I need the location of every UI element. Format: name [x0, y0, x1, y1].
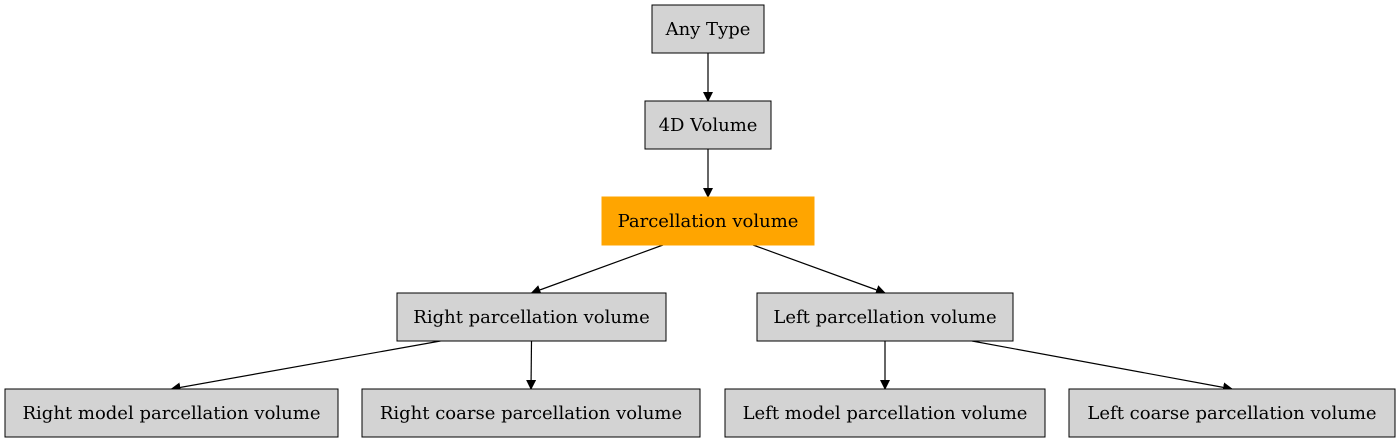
node-box — [1068, 388, 1396, 438]
node-label: Right coarse parcellation volume — [380, 403, 682, 424]
edge-parcellation-volume-to-left-parcellation-volume — [752, 244, 886, 295]
node-label: Any Type — [665, 19, 751, 40]
edge-right-parcellation-volume-to-right-model-parcellation-volume — [170, 340, 441, 393]
node-left-model-parcellation-volume[interactable]: Left model parcellation volume — [724, 388, 1046, 438]
node-label: Left coarse parcellation volume — [1087, 403, 1376, 424]
node-box — [724, 388, 1046, 438]
node-parcellation-volume[interactable]: Parcellation volume — [601, 196, 815, 246]
node-right-model-parcellation-volume[interactable]: Right model parcellation volume — [4, 388, 339, 438]
edge-parcellation-volume-to-right-parcellation-volume — [530, 244, 664, 295]
node-label: Left parcellation volume — [773, 307, 996, 328]
node-box — [396, 292, 667, 342]
edge-left-parcellation-volume-to-left-coarse-parcellation-volume — [971, 340, 1233, 393]
node-right-parcellation-volume[interactable]: Right parcellation volume — [396, 292, 667, 342]
node-label: 4D Volume — [659, 115, 758, 136]
node-right-coarse-parcellation-volume[interactable]: Right coarse parcellation volume — [361, 388, 701, 438]
edges-layer — [170, 53, 1233, 393]
edge-right-parcellation-volume-to-right-coarse-parcellation-volume — [526, 340, 537, 390]
node-box — [651, 4, 765, 54]
node-label: Right model parcellation volume — [23, 403, 321, 424]
node-box — [601, 196, 815, 246]
node-label: Left model parcellation volume — [743, 403, 1028, 424]
node-4d-volume[interactable]: 4D Volume — [644, 100, 772, 150]
node-label: Right parcellation volume — [413, 307, 649, 328]
node-box — [756, 292, 1014, 342]
node-left-parcellation-volume[interactable]: Left parcellation volume — [756, 292, 1014, 342]
node-label: Parcellation volume — [618, 211, 799, 232]
node-box — [4, 388, 339, 438]
node-left-coarse-parcellation-volume[interactable]: Left coarse parcellation volume — [1068, 388, 1396, 438]
node-any-type[interactable]: Any Type — [651, 4, 765, 54]
node-box — [361, 388, 701, 438]
node-box — [644, 100, 772, 150]
